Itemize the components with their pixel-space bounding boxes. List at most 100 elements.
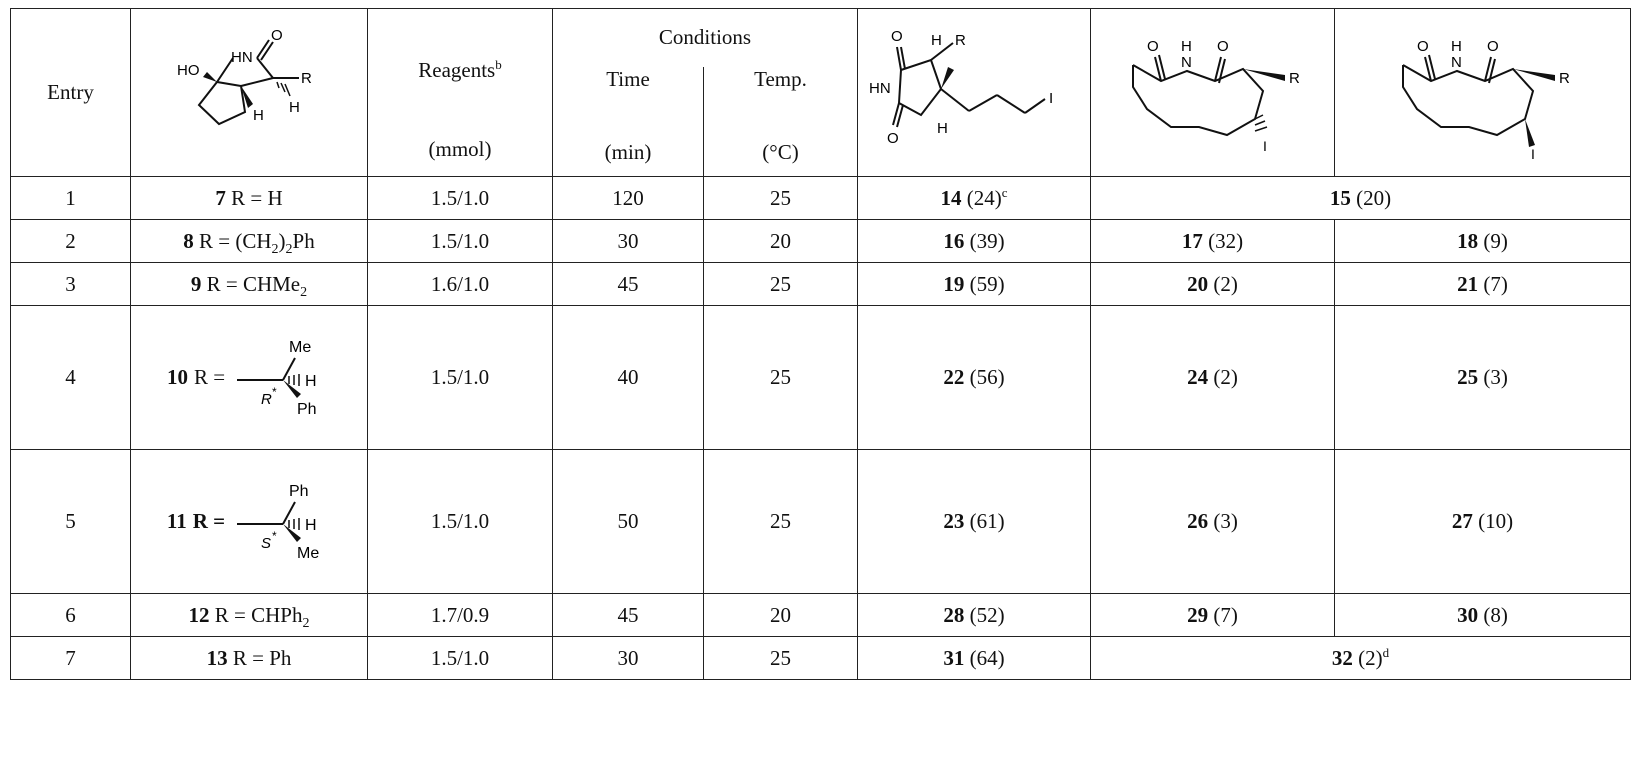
compound-number: 23 xyxy=(943,509,965,533)
subscript: 2 xyxy=(302,615,310,631)
substrate-cell: 9 R = CHMe2 xyxy=(130,262,368,306)
table-row: 6 12 R = CHPh2 1.7/0.9 45 20 28 (52) 29 … xyxy=(10,593,1631,637)
compound-number: 22 xyxy=(943,365,965,389)
s-config-label: S xyxy=(261,535,271,552)
compound-number: 31 xyxy=(943,645,965,670)
product-succinimide-cell: 22 (56) xyxy=(857,305,1091,450)
header-azonane-trans-structure: O H N O R I xyxy=(1090,8,1335,177)
substrate-cell: 12 R = CHPh2 xyxy=(130,593,368,637)
oxo-label-a: O xyxy=(1147,38,1159,55)
product-cis-cell: 30 (8) xyxy=(1334,593,1631,637)
temp-cell: 25 xyxy=(703,636,858,680)
header-time: Time (min) xyxy=(552,66,704,177)
entry-cell: 6 xyxy=(10,593,131,637)
product-succinimide-cell: 16 (39) xyxy=(857,219,1091,263)
entry-cell: 3 xyxy=(10,262,131,306)
header-row-bottom: Time (min) Temp. (°C) xyxy=(11,66,1631,177)
entry-cell: 7 xyxy=(10,636,131,680)
phenyl-label: Ph xyxy=(297,401,317,418)
oxo-label-top: O xyxy=(891,28,903,45)
substituent-text: R = (CH xyxy=(199,228,272,253)
compound-number: 7 xyxy=(215,185,226,210)
product-cis-cell: 18 (9) xyxy=(1334,219,1631,263)
yield: (7) xyxy=(1483,271,1508,296)
product-succinimide-cell: 31 (64) xyxy=(857,636,1091,680)
azonanedione-trans-structure: O H N O R I xyxy=(1131,38,1300,154)
h-label: H xyxy=(1451,38,1462,55)
substituent-text: R = CHMe xyxy=(206,271,301,296)
product-cis-cell: 27 (10) xyxy=(1334,449,1631,594)
yield: (3) xyxy=(1213,509,1238,533)
temp-cell: 25 xyxy=(703,176,858,220)
h-label-a: H xyxy=(289,99,300,116)
header-conditions: Conditions xyxy=(552,8,858,67)
header-succinimide-structure: O H R HN O H I xyxy=(857,8,1091,177)
compound-number: 25 xyxy=(1457,365,1479,389)
r-label: R xyxy=(1289,70,1300,87)
temp-cell: 25 xyxy=(703,305,858,450)
time-cell: 40 xyxy=(552,305,704,450)
oxo-label-b: O xyxy=(1217,38,1229,55)
r-label: R xyxy=(955,32,966,49)
yield: (52) xyxy=(969,602,1005,627)
results-table-frame: Entry HO HN xyxy=(10,8,1631,766)
yield: (10) xyxy=(1478,509,1514,533)
footnote: d xyxy=(1382,644,1390,660)
time-cell: 30 xyxy=(552,636,704,680)
compound-number: 26 xyxy=(1187,509,1209,533)
yield: (2) xyxy=(1213,365,1238,389)
table-row: 5 11 R = Ph H Me S * xyxy=(10,449,1631,594)
stereocenter-r-structure: Me H Ph R * xyxy=(237,339,317,418)
compound-number: 16 xyxy=(943,228,965,253)
star-label: * xyxy=(272,385,277,399)
substituent-text: R = xyxy=(193,365,226,389)
compound-number: 20 xyxy=(1187,271,1209,296)
hn-label: HN xyxy=(231,49,253,66)
substituent-text: R = Ph xyxy=(232,645,292,670)
yield: (8) xyxy=(1483,602,1508,627)
yield: (3) xyxy=(1483,365,1508,389)
yield: (64) xyxy=(969,645,1005,670)
yield: (32) xyxy=(1208,228,1244,253)
yield: (9) xyxy=(1483,228,1508,253)
n-label: N xyxy=(1181,54,1192,71)
yield: (39) xyxy=(969,228,1005,253)
compound-number: 29 xyxy=(1187,602,1209,627)
table-row: 4 10 R = Me H Ph R * xyxy=(10,305,1631,450)
r-config-label: R xyxy=(261,391,272,408)
oxo-label-b: O xyxy=(1487,38,1499,55)
substituent-text: R = CHPh xyxy=(214,602,303,627)
temp-cell: 25 xyxy=(703,262,858,306)
succinimide-structure: O H R HN O H I xyxy=(869,28,1053,147)
oxo-label-bottom: O xyxy=(887,130,899,147)
product-trans-cell: 29 (7) xyxy=(1090,593,1335,637)
h-label: H xyxy=(305,373,317,390)
time-label: Time xyxy=(606,67,650,92)
time-cell: 120 xyxy=(552,176,704,220)
product-trans-cell: 20 (2) xyxy=(1090,262,1335,306)
ho-label: HO xyxy=(177,62,200,79)
methyl-label: Me xyxy=(297,545,319,562)
h-label-top: H xyxy=(931,32,942,49)
yield: (20) xyxy=(1356,185,1392,210)
product-succinimide-cell: 19 (59) xyxy=(857,262,1091,306)
iodo-label: I xyxy=(1263,138,1267,154)
product-trans-cell: 17 (32) xyxy=(1090,219,1335,263)
product-succinimide-cell: 23 (61) xyxy=(857,449,1091,594)
yield: (2) xyxy=(1213,271,1238,296)
subscript: 2 xyxy=(271,241,279,257)
entry-cell: 5 xyxy=(10,449,131,594)
compound-number: 10 xyxy=(166,365,188,389)
product-trans-cell: 26 (3) xyxy=(1090,449,1335,594)
star-label: * xyxy=(272,529,277,543)
yield: (56) xyxy=(969,365,1005,389)
substrate-cell: 8 R = (CH2)2Ph xyxy=(130,219,368,263)
substituent-text: Ph xyxy=(292,228,315,253)
time-cell: 30 xyxy=(552,219,704,263)
reagents-label: Reagents xyxy=(418,57,496,82)
h-label-bottom: H xyxy=(937,120,948,137)
compound-number: 19 xyxy=(943,271,965,296)
temp-cell: 20 xyxy=(703,593,858,637)
product-trans-cell: 24 (2) xyxy=(1090,305,1335,450)
temp-unit: (°C) xyxy=(762,140,799,165)
